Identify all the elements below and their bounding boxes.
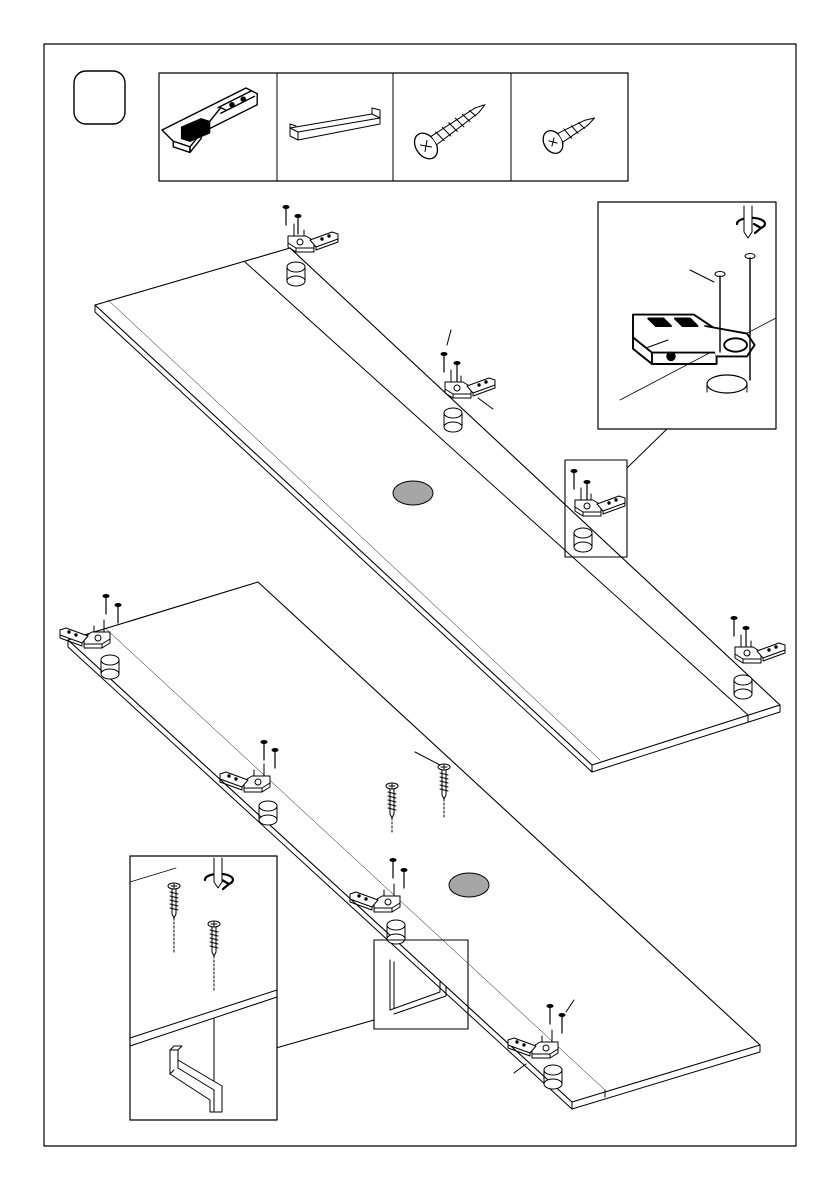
short-screw-icon xyxy=(539,108,600,157)
bar-handle-icon xyxy=(290,108,380,140)
parts-box xyxy=(159,73,628,181)
handle-detail-callout xyxy=(130,856,277,1120)
hinge-detail-callout xyxy=(598,202,776,429)
long-screw-icon xyxy=(410,93,493,163)
concealed-hinge-icon xyxy=(162,88,257,152)
panel-marker xyxy=(449,873,489,897)
step-number-badge xyxy=(74,71,125,124)
panel-marker xyxy=(393,481,433,505)
